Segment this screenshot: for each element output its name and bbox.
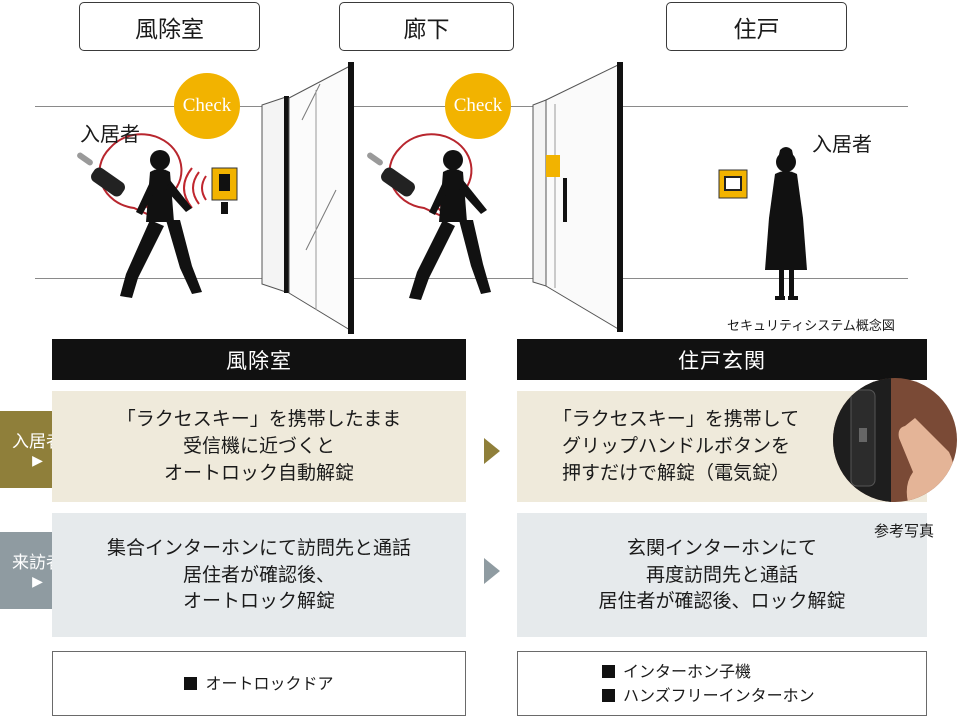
row-label-visitor-text: 来訪者 (12, 553, 63, 574)
legend-dwelling: インターホン子機 ハンズフリーインターホン (517, 651, 927, 716)
receiver-icon (211, 167, 238, 214)
flow-arrow-visitor (484, 558, 500, 584)
signal-waves-icon (183, 167, 207, 209)
section-header-dwelling-entrance: 住戸玄関 (517, 339, 927, 380)
reference-photo (833, 378, 957, 502)
cell-line: 居住者が確認後、 (182, 563, 335, 586)
cell-resident-vestibule: 「ラクセスキー」を携帯したまま 受信機に近づくと オートロック自動解錠 (52, 391, 466, 502)
intercom-icon (718, 169, 748, 199)
cell-line: 押すだけで解錠（電気錠） (561, 461, 790, 484)
dwelling-entrance-door (532, 62, 623, 332)
location-label-dwelling: 住戸 (666, 2, 847, 51)
cell-line: 再度訪問先と通話 (645, 563, 798, 586)
cell-line: 「ラクセスキー」を携帯して (552, 408, 800, 431)
door-sensor-icon (546, 155, 560, 177)
photo-caption: 参考写真 (874, 522, 935, 540)
legend-item: ハンズフリーインターホン (602, 684, 815, 707)
flow-arrow-resident (484, 438, 500, 464)
resident-silhouette-walking-left (120, 150, 202, 298)
arrow-right-icon: ▶ (32, 573, 43, 590)
square-bullet-icon (602, 688, 615, 702)
arrow-right-icon: ▶ (32, 452, 43, 469)
resident-label-right: 入居者 (812, 132, 872, 156)
cell-line: 受信機に近づくと (182, 435, 335, 458)
grip-handle-icon (563, 178, 567, 222)
cell-line: 「ラクセスキー」を携帯したまま (116, 408, 402, 431)
legend-item: オートロックドア (184, 672, 334, 695)
cell-line: オートロック解錠 (182, 590, 335, 613)
legend-item: インターホン子機 (602, 660, 751, 683)
key-fob-icon (77, 152, 125, 197)
legend-vestibule: オートロックドア (52, 651, 466, 716)
vestibule-door (261, 62, 354, 334)
legend-item-text: オートロックドア (205, 673, 334, 693)
location-label-vestibule: 風除室 (79, 2, 260, 51)
resident-label-left: 入居者 (80, 122, 140, 146)
square-bullet-icon (184, 676, 198, 690)
cell-line: オートロック自動解錠 (163, 461, 354, 484)
cell-visitor-vestibule: 集合インターホンにて訪問先と通話 居住者が確認後、 オートロック解錠 (52, 513, 466, 637)
resident-silhouette-standing (765, 147, 807, 300)
square-bullet-icon (602, 665, 615, 679)
check-badge-vestibule: Check (174, 73, 240, 139)
legend-item-text: ハンズフリーインターホン (623, 685, 815, 705)
wall-line-bottom (35, 278, 908, 279)
diagram-caption: セキュリティシステム概念図 (727, 319, 895, 334)
legend-item-text: インターホン子機 (623, 662, 752, 682)
cell-line: 居住者が確認後、ロック解錠 (598, 590, 846, 613)
check-badge-corridor: Check (445, 73, 511, 139)
cell-line: グリップハンドルボタンを (561, 435, 790, 458)
resident-silhouette-walking-right (409, 150, 491, 300)
key-fob-icon (367, 152, 415, 197)
cell-line: 集合インターホンにて訪問先と通話 (106, 536, 411, 559)
section-header-vestibule: 風除室 (52, 339, 466, 380)
cell-visitor-dwelling: 玄関インターホンにて 再度訪問先と通話 居住者が確認後、ロック解錠 (517, 513, 927, 637)
security-scene (77, 62, 807, 334)
row-label-resident-text: 入居者 (12, 432, 63, 453)
cell-line: 玄関インターホンにて (626, 536, 817, 559)
location-label-corridor: 廊下 (339, 2, 514, 51)
